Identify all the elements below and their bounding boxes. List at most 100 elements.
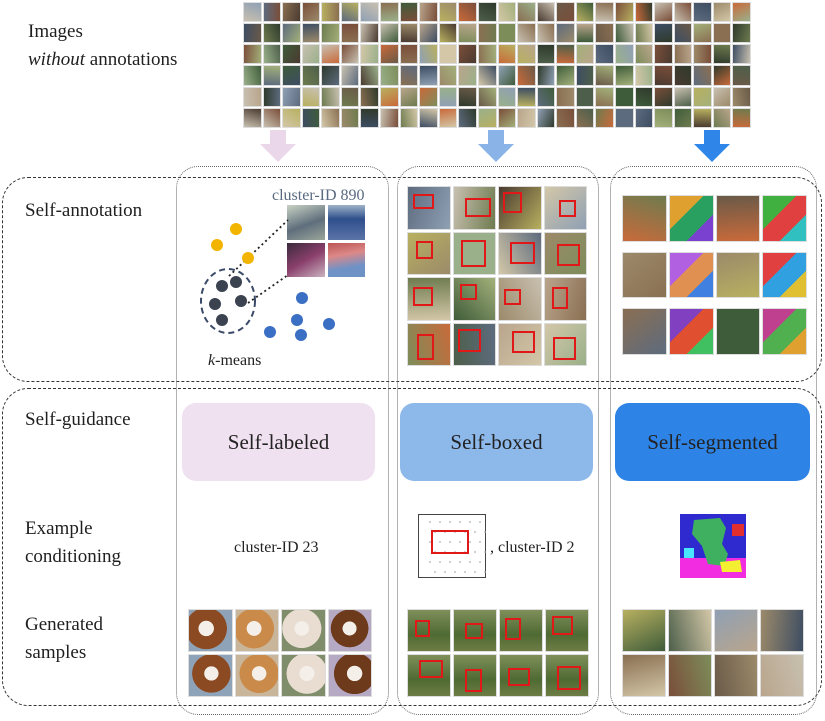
mosaic-image	[419, 65, 438, 86]
mosaic-image	[693, 2, 712, 23]
generated-samples-labeled	[188, 609, 372, 697]
bounding-box	[465, 623, 483, 640]
generated-skateboard-sample	[760, 654, 804, 697]
kmeans-rest: -means	[215, 352, 262, 369]
mosaic-image	[614, 23, 634, 44]
mosaic-image	[732, 23, 751, 44]
mosaic-image	[673, 86, 693, 107]
mosaic-image	[654, 65, 673, 86]
mosaic-image	[595, 44, 614, 65]
cluster-title: cluster-ID 890	[272, 187, 365, 204]
mosaic-image	[399, 107, 419, 128]
generated-skateboard-sample	[714, 654, 758, 697]
mosaic-image	[438, 65, 458, 86]
mosaic-image	[517, 107, 536, 128]
example-conditioning-label: Example conditioning	[25, 515, 121, 571]
generated-boxed-sample	[407, 654, 451, 697]
mosaic-image	[575, 23, 595, 44]
arrow-down-icon	[478, 130, 514, 162]
canvas-dot	[479, 561, 481, 563]
mosaic-image	[517, 86, 536, 107]
example-line1: Example	[25, 518, 93, 539]
self-labeled-pill: Self-labeled	[182, 403, 375, 481]
generated-dog-sample	[327, 609, 372, 652]
mosaic-image	[595, 23, 614, 44]
bounding-box	[503, 192, 522, 214]
mosaic-image	[360, 86, 380, 107]
mosaic-image	[262, 86, 282, 107]
mosaic-image	[536, 2, 556, 23]
bounding-box	[415, 240, 434, 260]
generated-samples-segmented	[622, 609, 804, 697]
cluster-point	[235, 295, 247, 307]
mosaic-image	[340, 107, 360, 128]
segmentation-photo	[622, 251, 667, 299]
canvas-dot	[439, 521, 441, 523]
mosaic-image	[693, 23, 712, 44]
self-annotation-label: Self-annotation	[25, 200, 143, 221]
mosaic-image	[321, 107, 340, 128]
cluster-point	[209, 298, 221, 310]
boxed-image	[452, 277, 496, 321]
mosaic-image	[243, 44, 262, 65]
bounding-box	[419, 660, 444, 678]
images-label: Images without annotations	[28, 18, 177, 74]
mosaic-image	[654, 44, 673, 65]
canvas-dot	[444, 571, 446, 573]
segmentation-photo	[715, 308, 761, 355]
mosaic-image	[340, 23, 360, 44]
unannotated-image-mosaic	[243, 2, 751, 128]
mosaic-image	[321, 44, 340, 65]
pointer-line	[247, 274, 289, 304]
mosaic-image	[360, 65, 380, 86]
generated-boxed-sample	[453, 609, 497, 652]
segmentation-photo	[715, 195, 761, 242]
mosaic-image	[693, 44, 712, 65]
seg-region	[720, 560, 742, 572]
images-label-line2: without annotations	[28, 46, 177, 74]
mosaic-image	[321, 2, 340, 23]
mosaic-image	[262, 23, 282, 44]
mosaic-image	[243, 65, 262, 86]
column-frame-labeled	[176, 166, 389, 715]
mosaic-image	[321, 23, 340, 44]
mosaic-image	[262, 44, 282, 65]
generated-boxed-sample	[499, 609, 543, 652]
mosaic-image	[438, 23, 458, 44]
mosaic-image	[282, 65, 301, 86]
segmentation-photo	[622, 308, 667, 355]
mosaic-image	[380, 65, 399, 86]
boxed-image	[452, 231, 496, 275]
generated-dog-sample	[188, 654, 233, 697]
mosaic-image	[243, 2, 262, 23]
mosaic-image	[380, 86, 399, 107]
canvas-dot	[479, 521, 481, 523]
bounding-box	[460, 239, 486, 267]
mosaic-image	[556, 2, 575, 23]
seg-region	[692, 518, 728, 566]
mosaic-image	[438, 2, 458, 23]
boxed-image	[498, 231, 542, 275]
mosaic-image	[477, 44, 497, 65]
mosaic-image	[282, 23, 301, 44]
mosaic-image	[282, 44, 301, 65]
mosaic-image	[556, 107, 575, 128]
segmentation-mask	[762, 251, 807, 299]
mosaic-image	[595, 107, 614, 128]
canvas-dot	[464, 571, 466, 573]
column-frame-segmented	[610, 166, 817, 715]
condition-box-cluster-id: , cluster-ID 2	[490, 539, 575, 556]
bounding-box	[417, 334, 434, 361]
column-frame-boxed	[397, 166, 599, 715]
mosaic-image	[614, 44, 634, 65]
mosaic-image	[614, 86, 634, 107]
canvas-dot	[474, 531, 476, 533]
generated-samples-label: Generated samples	[25, 611, 103, 667]
mosaic-image	[458, 86, 477, 107]
mosaic-image	[477, 23, 497, 44]
generated-line2: samples	[25, 642, 87, 663]
cluster-point	[291, 314, 303, 326]
mosaic-image	[399, 23, 419, 44]
mosaic-image	[712, 44, 732, 65]
canvas-dot	[449, 561, 451, 563]
